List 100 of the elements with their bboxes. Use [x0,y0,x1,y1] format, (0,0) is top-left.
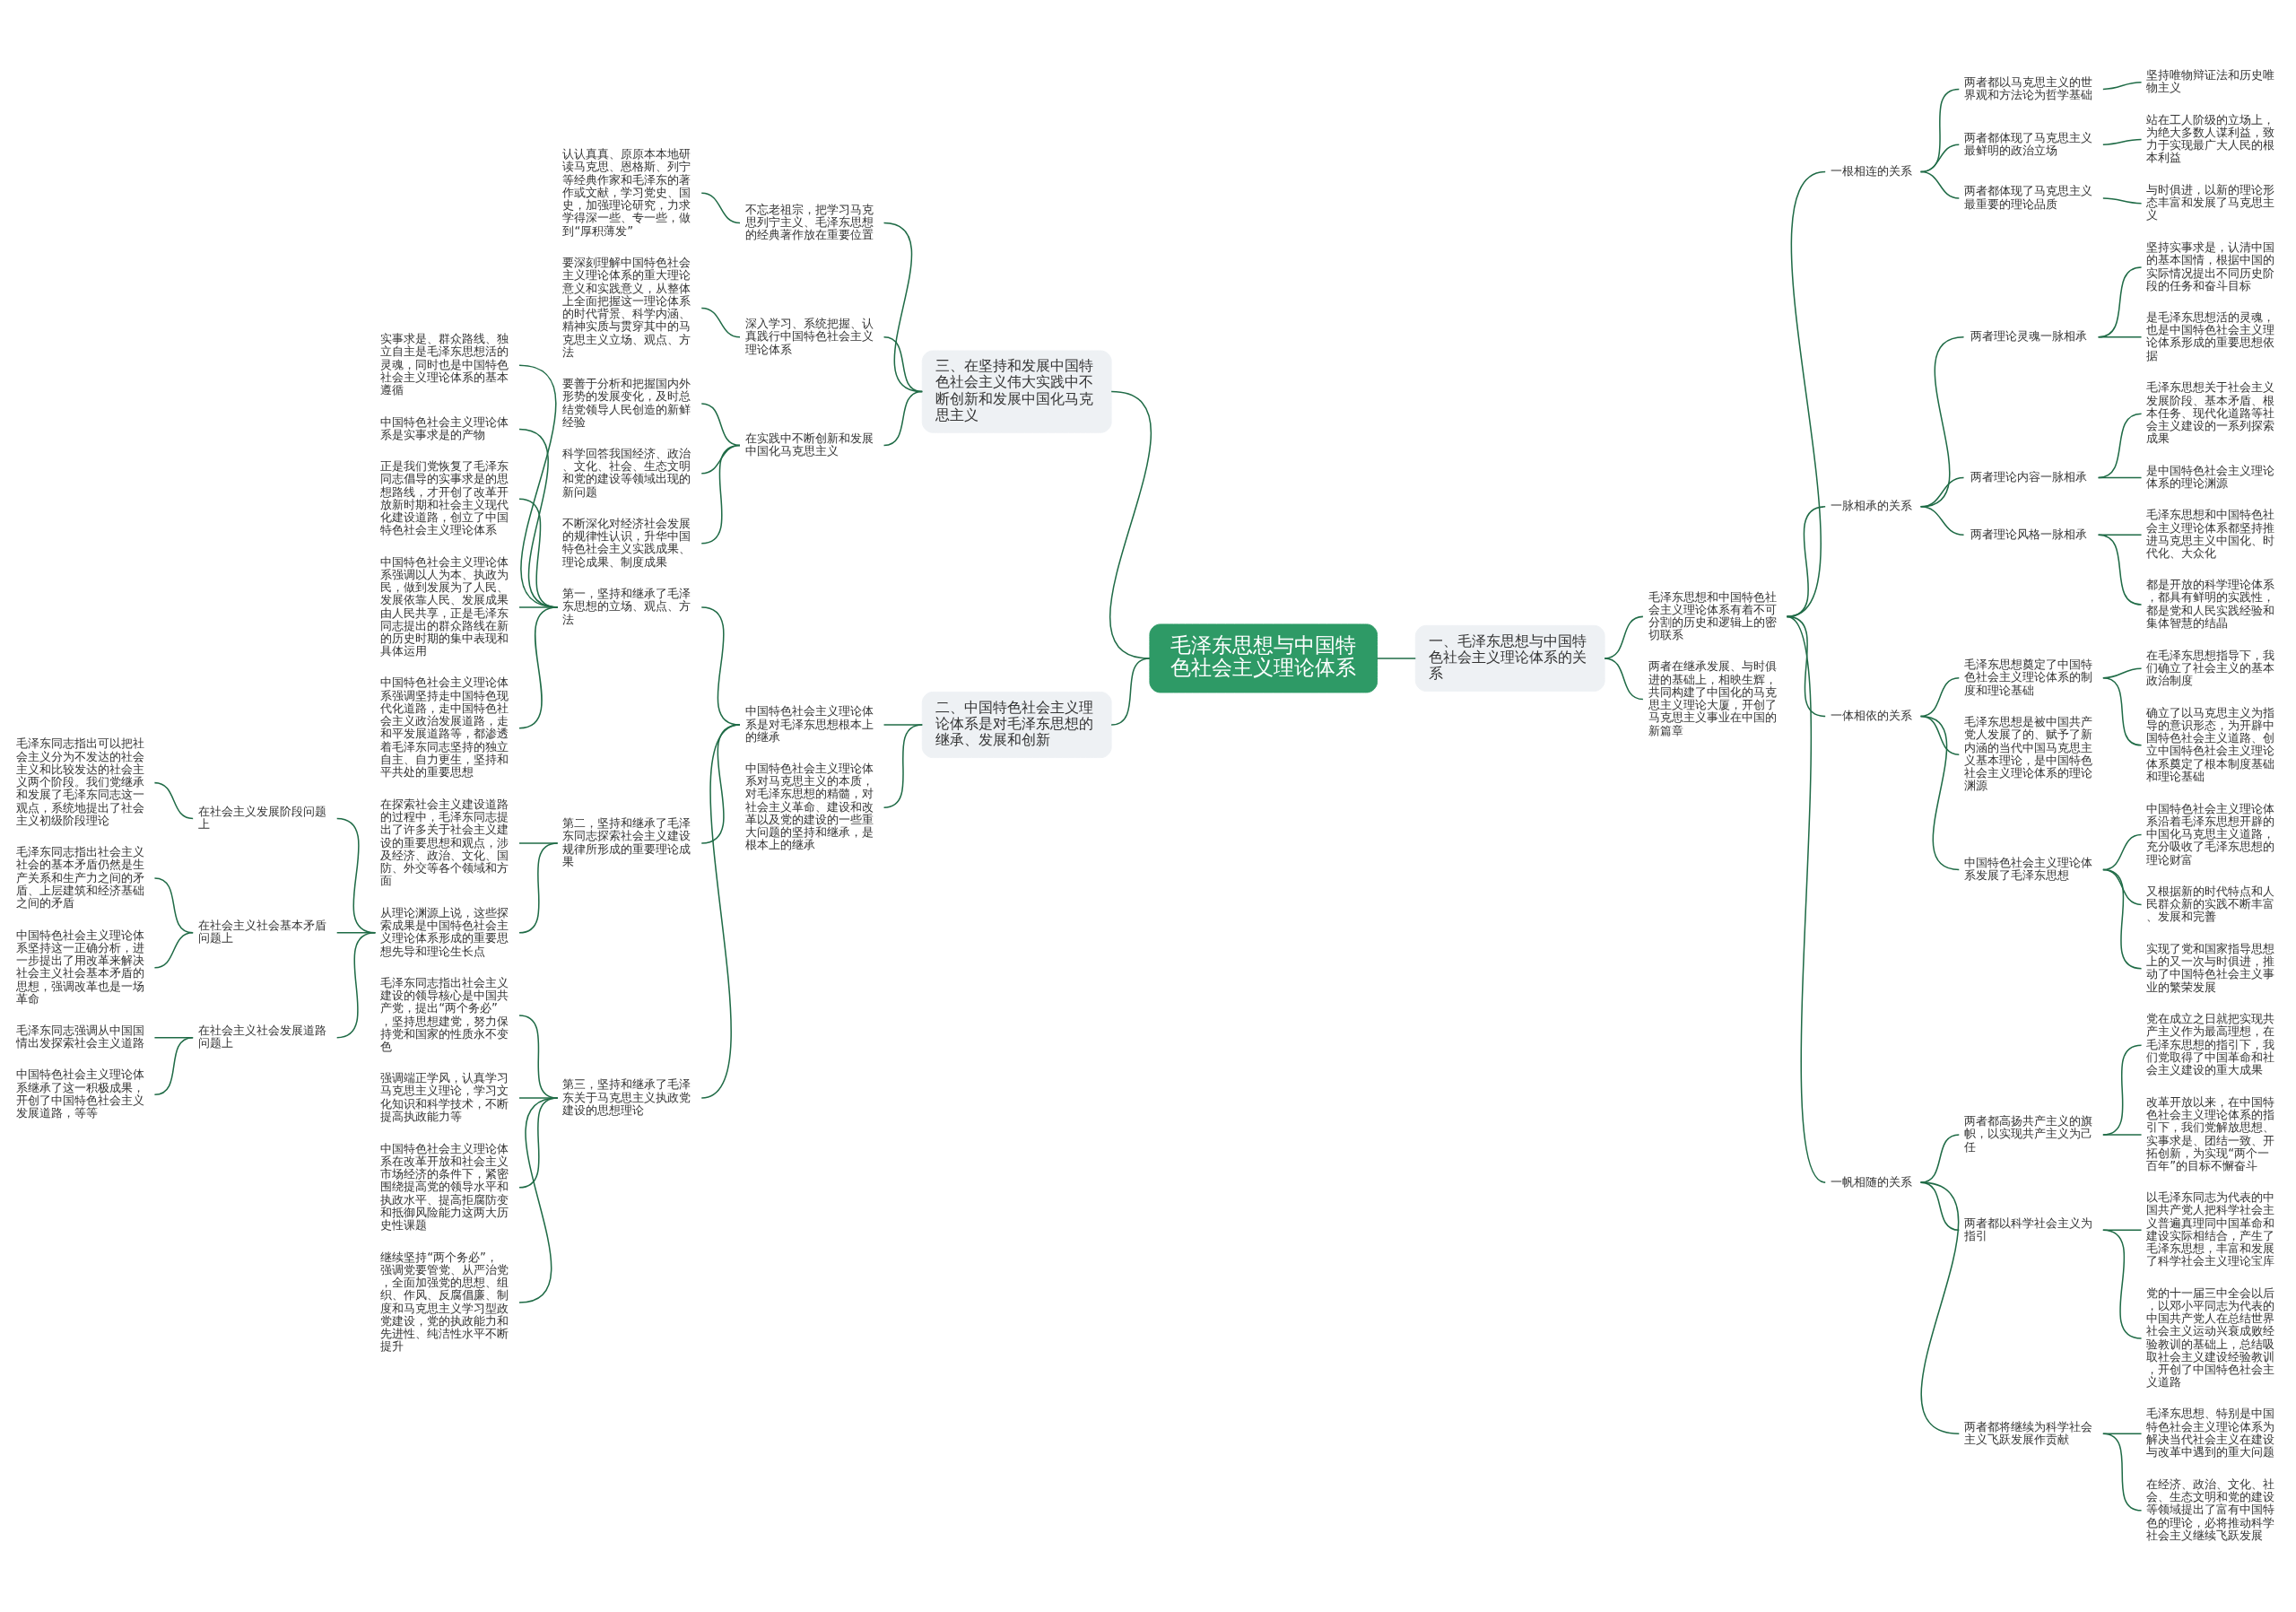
connector [2102,868,2143,970]
connector [1919,1181,1961,1435]
connector [518,364,559,608]
node-text: 继续坚持“两个务必”，强调党要管党、从严治党，全面加强党的思想、组织、作风、反腐倡廉、制度和马克思主义学习型政党建设，党的执政能力和先进性、纯洁性水平不断提升 [380,1250,509,1354]
node-text: 两者理论风格一脉相承 [1970,527,2087,541]
node-box: 二、中国特色社会主义理论体系是对毛泽东思想的继承、发展和创新 [921,691,1112,759]
node-text: 毛泽东同志指出社会主义建设的领导核心是中国共产党，提出“两个务必”，坚持思想建党，努力保持党和国家的性质永不变色 [380,975,509,1054]
node-text: 要深刻理解中国特色社会主义理论体系的重大理论意义和实践意义，从整体上全面把握这一理论体系的时代背景、科学内涵、精神实质与贯穿其中的马克思主义立场、观点、方法 [562,256,691,359]
connector [2097,534,2143,536]
node-text: 一脉相承的关系 [1830,499,1912,513]
node-text: 两者都体现了马克思主义最鲜明的政治立场 [1964,130,2092,157]
node-text: 强调端正学风，认真学习马克思主义理论，学习文化知识和科学技术，不断提高执政能力等 [380,1071,509,1123]
node-text: 中国特色社会主义理论体系沿着毛泽东思想开辟的中国化马克思主义道路，充分吸收了毛泽东思想的理论财富 [2146,801,2275,867]
node-text: 毛泽东思想、特别是中国特色社会主义理论体系为解决当代社会主义在建设与改革中遇到的重大问题 [2146,1407,2275,1460]
node-text: 在毛泽东思想指导下，我们确立了社会主义的基本政治制度 [2146,648,2275,688]
connector [1919,715,1961,871]
node-text: 从理论渊源上说，这些探索成果是中国特色社会主义理论体系形成的重要思想先导和理论生长点 [380,905,509,958]
node-text: 两者都以科学社会主义为指引 [1964,1216,2092,1242]
connector [2097,476,2143,479]
connector [2102,197,2143,205]
connector [1919,170,1961,199]
node-text: 实事求是、群众路线、独立自主是毛泽东思想活的灵魂，同时也是中国特色社会主义理论体系的基本遵循 [380,332,509,397]
node-text: 一帆相随的关系 [1830,1174,1912,1189]
node-text: 两者都体现了马克思主义最重要的理论品质 [1964,184,2092,211]
node-text: 是中国特色社会主义理论体系的理论渊源 [2146,463,2275,491]
node-text: 两者在继承发展、与时俱进的基础上，相映生辉，共同构建了中国化的马克思主义理论大厦，开创了马克思主义事业在中国的新篇章 [1648,659,1777,737]
connector [2102,1134,2143,1136]
connector [518,1097,559,1303]
node-text: 不忘老祖宗，把学习马克思列宁主义、毛泽东思想的经典著作放在重要位置 [744,202,874,242]
connector [2102,1433,2143,1512]
node-text: 与时俱进，以新的理论形态丰富和发展了马克思主义 [2146,182,2275,222]
connector [1919,506,1965,536]
node-text: 不断深化对经济社会发展的规律性认识，升华中国特色社会主义实践成果、理论成果、制度成果 [562,516,691,569]
connector [2097,413,2143,479]
node-text: 在经济、政治、文化、社会、生态文明和党的建设等领域提出了富有中国特色的理论，必将推动科学社会主义继续飞跃发展 [2146,1477,2275,1542]
node-text: 毛泽东思想和中国特色社会主义理论体系有着不可分割的历史和逻辑上的密切联系 [1648,589,1777,642]
node-text: 认认真真、原原本本地研读马克思、恩格斯、列宁等经典作家和毛泽东的著作或文献，学习党史、国史，加强理论研究，力求学得深一些、专一些，做到“厚积薄发” [562,147,691,238]
connector [2102,677,2143,746]
node-text: 毛泽东思想是被中国共产党人发展了的、赋予了新内涵的当代中国马克思主义基本理论，是中国特色社会主义理论体系的理论渊源 [1964,715,2092,793]
node-text: 正是我们党恢复了毛泽东同志倡导的实事求是的思想路线，才开创了改革开放新时期和社会主义现代化建设道路，创立了中国特色社会主义理论体系 [380,459,509,537]
connector [153,1036,194,1096]
node-text: 又根据新的时代特点和人民群众新的实践不断丰富、发展和完善 [2146,884,2275,924]
connector [700,444,741,545]
connector [518,842,559,934]
node-text: 实现了党和国家指导思想上的又一次与时俱进，推动了中国特色社会主义事业的繁荣发展 [2146,941,2275,994]
node-text: 坚持唯物辩证法和历史唯物主义 [2146,68,2275,95]
connector [2102,138,2143,145]
node-box: 毛泽东思想与中国特色社会主义理论体系 [1149,623,1378,693]
connector [153,781,194,820]
node-text: 改革开放以来，在中国特色社会主义理论体系的指引下，我们党解放思想、实事求是、团结一致、开拓创新，为实现“两个一百年”的目标不懈奋斗 [2146,1094,2275,1173]
node-text: 毛泽东同志强调从中国国情出发探索社会主义道路 [15,1024,144,1050]
node-text: 毛泽东思想和中国特色社会主义理论体系都坚持推进马克思主义中国化、时代化、大众化 [2146,508,2275,561]
connector [1786,615,1826,1183]
node-text: 第三，坚持和继承了毛泽东关于马克思主义执政党建设的思想理论 [562,1077,691,1117]
node-text: 中国特色社会主义理论体系是对毛泽东思想根本上的继承 [744,704,874,744]
connector [700,192,741,224]
node-text: 一体相依的关系 [1830,709,1912,723]
connector [518,606,559,729]
connector [1786,506,1826,618]
node-text: 党在成立之日就把实现共产主义作为最高理想，在毛泽东思想的指引下，我们党取得了中国革命和社会主义建设的重大成果 [2146,1012,2275,1077]
connector [1786,170,1826,618]
node-text: 都是开放的科学理论体系，都具有鲜明的实践性，都是党和人民实践经验和集体智慧的结晶 [2146,578,2275,630]
connector [883,724,924,808]
node-text: 党的十一届三中全会以后，以邓小平同志为代表的中国共产党人在总结世界社会主义运动兴衰成败经验教训的基础上，总结吸取社会主义建设经验教训，开创了中国特色社会主义道路 [2146,1285,2275,1390]
connector [883,390,924,447]
node-text: 科学回答我国经济、政治、文化、社会、生态文明和党的建设等领域出现的新问题 [562,446,691,499]
connector [1110,658,1151,726]
connector [700,724,741,1099]
node-text: 站在工人阶级的立场上，为绝大多数人谋利益，致力于实现最广大人民的根本利益 [2146,112,2275,165]
node-text: 中国特色社会主义理论体系强调以人为本、执政为民，做到发展为了人民、发展依靠人民、发展成果由人民共享，正是毛泽东同志提出的群众路线在新的历史时期的集中表现和具体运用 [380,554,509,658]
connector [2097,534,2143,606]
node-box: 一、毛泽东思想与中国特色社会主义理论体系的关系 [1414,624,1605,692]
node-text: 两者都高扬共产主义的旗帜，以实现共产主义为己任 [1964,1114,2092,1154]
connector [153,932,194,969]
connector [2102,1044,2143,1136]
node-text: 中国特色社会主义理论体系发展了毛泽东思想 [1964,855,2092,883]
node-text: 坚持实事求是，认清中国的基本国情，根据中国的实际情况提出不同历史阶段的任务和奋斗目标 [2146,240,2275,292]
node-text: 确立了以马克思主义为指导的意识形态，为开辟中国特色社会主义道路、创立中国特色社会主义理论体系奠定了根本制度基础和理论基础 [2146,705,2275,783]
node-text: 在社会主义社会发展道路问题上 [197,1024,326,1050]
node-text: 深入学习、系统把握、认真践行中国特色社会主义理论体系 [744,317,874,356]
node-text: 中国特色社会主义理论体系强调坚持走中国特色现代化道路，走中国特色社会主义政治发展道路，走和平发展道路等，都渗透着毛泽东同志坚持的独立自主、自力更生，坚持和平共处的重要思想 [380,675,509,780]
connector [2097,266,2143,338]
node-text: 毛泽东同志指出社会主义社会的基本矛盾仍然是生产关系和生产力之间的矛盾、上层建筑和经济基础之间的矛盾 [15,845,144,911]
node-text: 中国特色社会主义理论体系继承了这一积极成果，开创了中国特色社会主义发展道路，等等 [15,1067,144,1120]
node-text: 第二，坚持和继承了毛泽东同志探索社会主义建设规律所形成的重要理论成果 [562,816,691,868]
node-box: 三、在坚持和发展中国特色社会主义伟大实践中不断创新和发展中国化马克思主义 [921,350,1112,433]
connector [1604,658,1644,701]
node-text: 中国特色社会主义理论体系坚持这一正确分析，进一步提出了用改革来解决社会主义社会基本矛盾的思想，强调改革也是一场革命 [15,928,144,1006]
node-text: 中国特色社会主义理论体系在改革开放和社会主义市场经济的条件下，紧密围绕提高党的领导水平和执政水平、提高拒腐防变和抵御风险能力这两大历史性课题 [380,1141,509,1233]
node-text: 毛泽东同志指出可以把社会主义分为不发达的社会主义和比较发达的社会主义两个阶段。我们党继承和发展了毛泽东同志这一观点，系统地提出了社会主义初级阶段理论 [15,736,144,827]
node-text: 毛泽东思想关于社会主义发展阶段、基本矛盾、根本任务、现代化道路等社会主义建设的一系列探索成果 [2146,380,2275,446]
node-text: 中国特色社会主义理论体系是实事求是的产物 [380,414,509,442]
connector [700,307,741,338]
connector [335,932,377,1039]
node-text: 一根相连的关系 [1830,164,1912,179]
connector [2097,336,2143,338]
node-text: 要善于分析和把握国内外形势的发展变化，及时总结党领导人民创造的新鲜经验 [562,377,691,429]
node-text: 第一，坚持和继承了毛泽东思想的立场、观点、方法 [562,587,691,626]
node-text: 在社会主义社会基本矛盾问题上 [197,919,326,945]
connector [1376,658,1417,659]
